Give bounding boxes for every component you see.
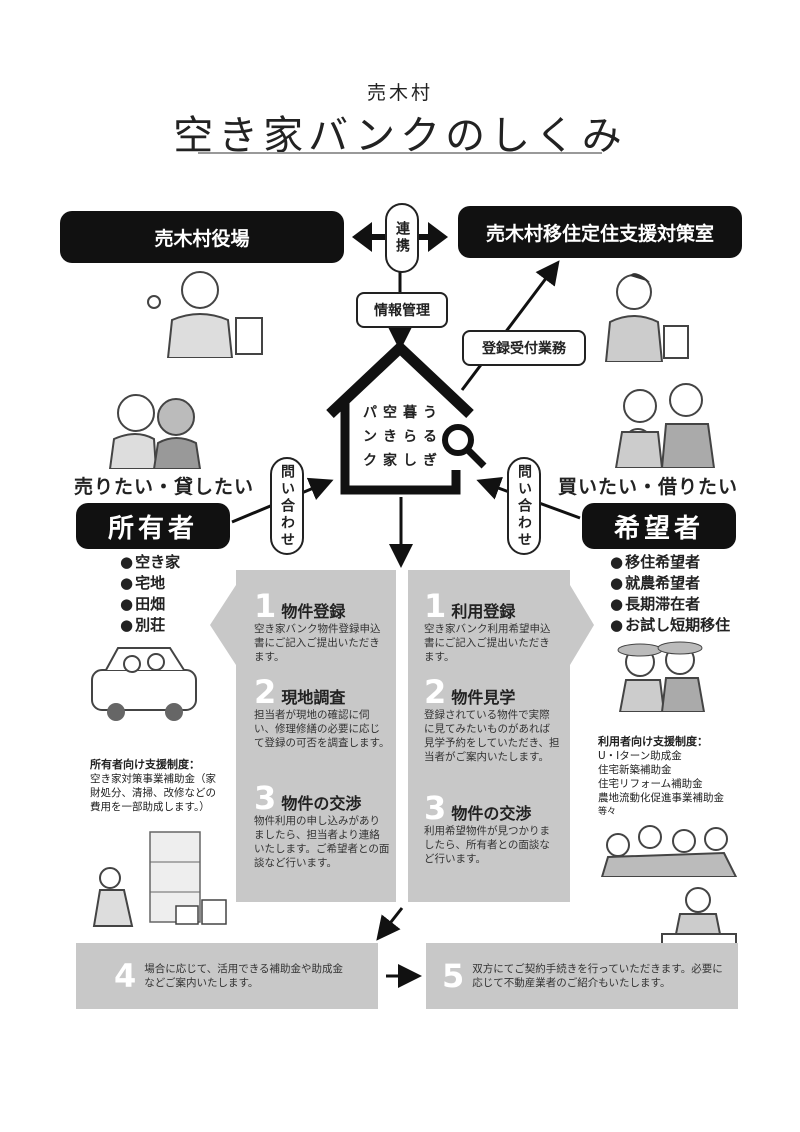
- step-description: 空き家バンク利用希望申込書にご記入ご提出いただきます。: [424, 623, 551, 663]
- seeker-support-title: 利用者向け支援制度：: [598, 735, 708, 748]
- step-description: 登録されている物件で実際に見てみたいものがあれば見学予約をしていただき、担当者が…: [424, 709, 560, 763]
- community-illustration: [600, 825, 738, 877]
- list-item: U・Iターン助成金: [598, 750, 682, 762]
- registration-desk-label: 登録受付業務: [462, 330, 586, 366]
- step-title: 物件登録: [281, 602, 346, 621]
- step-title: 現地調査: [281, 688, 346, 707]
- car-illustration: [91, 647, 197, 721]
- list-item: 就農希望者: [610, 573, 730, 594]
- step-number: 5: [442, 957, 465, 995]
- owner-heading: 売りたい・貸したい: [74, 476, 255, 498]
- partnership-label: 連携: [385, 203, 419, 273]
- house-label: パ 空 暮 う ン き ら る ク 家 し ぎ: [360, 402, 440, 470]
- list-item: 空き家: [120, 552, 180, 573]
- village-office-box: 売木村役場: [60, 211, 344, 263]
- house-char: 空: [383, 405, 397, 421]
- owner-property-list: 空き家 宅地 田畑 別荘: [120, 552, 180, 636]
- owner-label: 所有者: [76, 503, 230, 549]
- info-management-label: 情報管理: [356, 292, 448, 328]
- house-char: 暮: [403, 405, 417, 421]
- house-char: ら: [403, 429, 417, 445]
- house-char: 家: [383, 453, 397, 469]
- title-divider: [198, 152, 602, 154]
- list-item: 田畑: [120, 594, 180, 615]
- owner-step-3: 3 物件の交渉 物件利用の申し込みがありましたら、担当者より連絡いたします。ご希…: [254, 782, 390, 870]
- list-item: お試し短期移住: [610, 615, 730, 636]
- list-item: 住宅新築補助金: [598, 764, 672, 776]
- seeker-type-list: 移住希望者 就農希望者 長期滞在者 お試し短期移住: [610, 552, 730, 636]
- house-char: し: [403, 453, 417, 469]
- office-staff-illustration: [147, 271, 263, 358]
- support-staff-illustration: [604, 273, 689, 362]
- list-item: 長期滞在者: [610, 594, 730, 615]
- owner-couple-illustration: [108, 394, 202, 469]
- step-number: 2: [424, 673, 447, 711]
- step-number: 3: [424, 789, 447, 827]
- list-item: 宅地: [120, 573, 180, 594]
- step-title: 物件の交渉: [451, 804, 532, 823]
- list-item: 別荘: [120, 615, 180, 636]
- seeker-inquiry-label: 問い合わせ: [507, 457, 541, 555]
- seeker-family-illustration: [614, 383, 716, 468]
- house-char: ク: [363, 453, 377, 469]
- step-title: 利用登録: [451, 602, 516, 621]
- step-5-box: 5 双方にてご契約手続きを行っていただきます。必要に応じて不動産業者のご紹介もい…: [426, 943, 738, 1009]
- page-title: 空き家バンクのしくみ: [173, 113, 627, 159]
- support-office-box: 売木村移住定住支援対策室: [458, 206, 742, 258]
- step-description: 空き家バンク物件登録申込書にご記入ご提出いただきます。: [254, 623, 381, 663]
- owner-step-1: 1 物件登録 空き家バンク物件登録申込書にご記入ご提出いただきます。: [254, 590, 390, 664]
- owner-support-title: 所有者向け支援制度：: [90, 758, 200, 771]
- step-number: 3: [254, 779, 277, 817]
- step-4-text: 場合に応じて、活用できる補助金や助成金などご案内いたします。: [144, 963, 344, 989]
- step-description: 物件利用の申し込みがありましたら、担当者より連絡いたします。ご希望者との面談など…: [254, 815, 390, 869]
- list-item: 等々: [598, 807, 617, 817]
- list-item: 住宅リフォーム補助金: [598, 778, 703, 790]
- step-number: 1: [254, 587, 277, 625]
- seeker-step-2: 2 物件見学 登録されている物件で実際に見てみたいものがあれば見学予約をしていた…: [424, 676, 560, 764]
- seeker-heading: 買いたい・借りたい: [558, 476, 739, 498]
- house-char: パ: [363, 405, 377, 421]
- farmers-illustration: [617, 641, 706, 712]
- house-char: う: [423, 405, 437, 421]
- cleanup-illustration: [92, 831, 227, 927]
- step-title: 物件の交渉: [281, 794, 362, 813]
- seeker-steps-panel: [408, 570, 594, 902]
- owner-support-body: 空き家対策事業補助金（家財処分、清掃、改修などの費用を一部助成します。）: [90, 773, 216, 813]
- step-4-box: 4 場合に応じて、活用できる補助金や助成金などご案内いたします。: [76, 943, 378, 1009]
- seeker-label: 希望者: [582, 503, 736, 549]
- list-item: 農地流動化促進事業補助金: [598, 792, 724, 804]
- step-5-text: 双方にてご契約手続きを行っていただきます。必要に応じて不動産業者のご紹介もいたし…: [472, 963, 723, 989]
- house-char: き: [383, 429, 397, 445]
- list-item: 移住希望者: [610, 552, 730, 573]
- house-char: ン: [363, 429, 377, 445]
- owner-step-2: 2 現地調査 担当者が現地の確認に伺い、修理修繕の必要に応じて登録の可否を調査し…: [254, 676, 390, 750]
- village-name: 売木村: [366, 82, 433, 104]
- house-icon: [326, 340, 487, 495]
- owner-inquiry-label: 問い合わせ: [270, 457, 304, 555]
- step-description: 利用希望物件が見つかりましたら、所有者との面談など行います。: [424, 825, 550, 865]
- house-char: る: [423, 429, 437, 445]
- owner-steps-panel: [210, 570, 396, 902]
- house-char: ぎ: [423, 453, 437, 469]
- step-title: 物件見学: [451, 688, 516, 707]
- step-number: 4: [114, 957, 137, 995]
- step-number: 2: [254, 673, 277, 711]
- seeker-step-1: 1 利用登録 空き家バンク利用希望申込書にご記入ご提出いただきます。: [424, 590, 560, 664]
- step-number: 1: [424, 587, 447, 625]
- step-description: 担当者が現地の確認に伺い、修理修繕の必要に応じて登録の可否を調査します。: [254, 709, 390, 749]
- seeker-step-3: 3 物件の交渉 利用希望物件が見つかりましたら、所有者との面談など行います。: [424, 792, 560, 866]
- agent-illustration: [661, 887, 737, 945]
- seeker-support-list: U・Iターン助成金 住宅新築補助金 住宅リフォーム補助金 農地流動化促進事業補助…: [598, 749, 758, 819]
